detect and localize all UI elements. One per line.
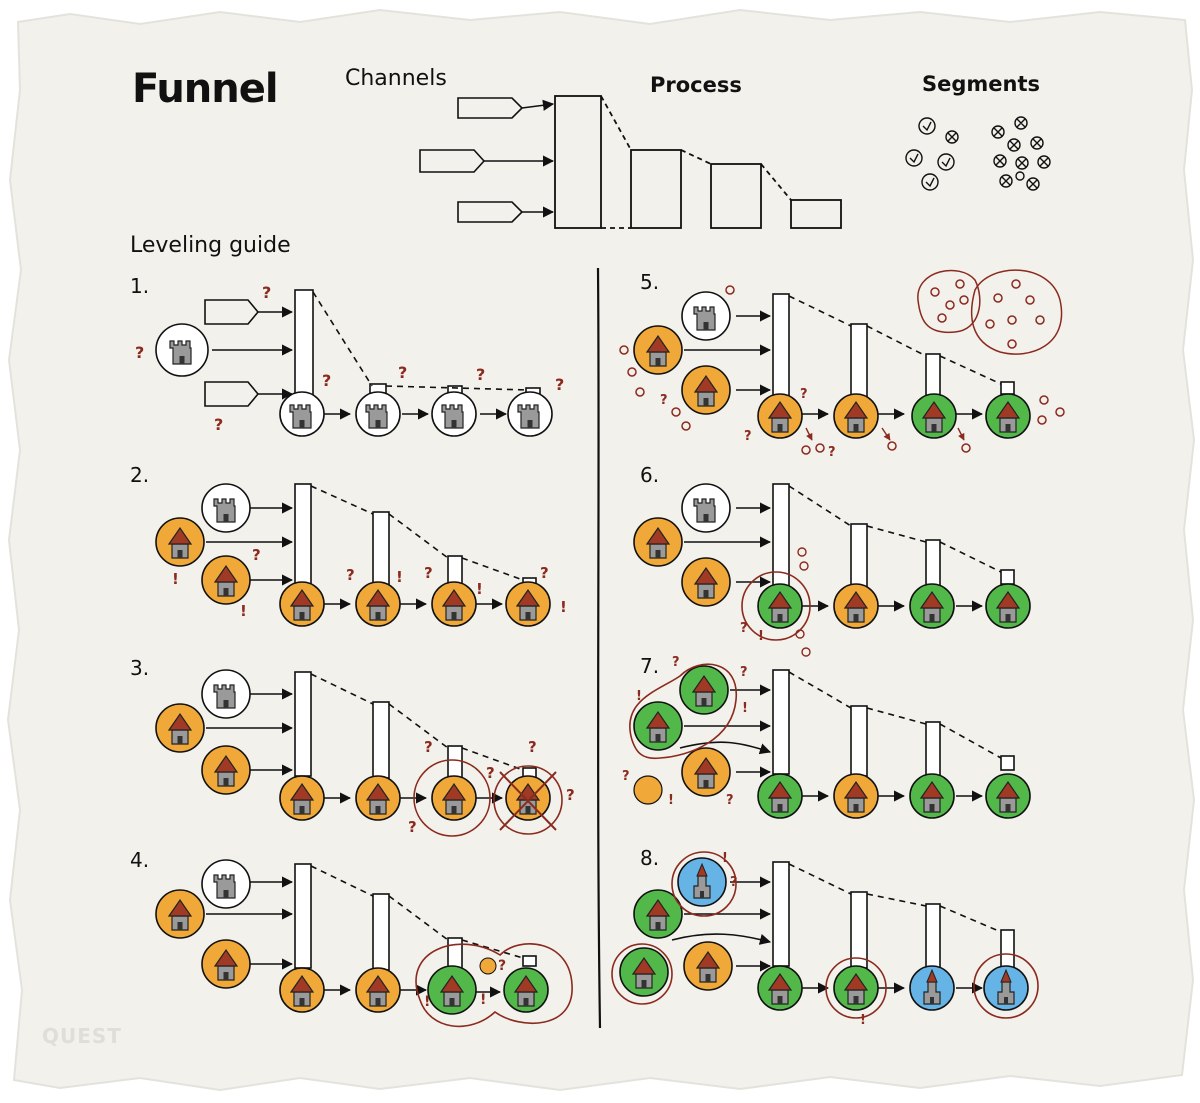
step-number-3: 3.	[130, 656, 150, 680]
svg-text:?: ?	[672, 655, 680, 670]
svg-text:!: !	[560, 598, 567, 616]
step-number-5: 5.	[640, 270, 660, 294]
process-label: Process	[650, 73, 742, 97]
check-icon	[905, 117, 955, 191]
svg-text:?: ?	[800, 387, 808, 402]
svg-text:?: ?	[566, 786, 575, 804]
svg-text:?: ?	[555, 375, 564, 394]
question-mark-icon: ? ? ? ? ? ? ?	[135, 283, 564, 434]
svg-text:!: !	[424, 994, 430, 1010]
step-1-diagram: ? ? ? ? ? ? ?	[135, 283, 564, 437]
exclamation-mark-icon: ? !	[740, 621, 764, 644]
question-mark-icon: ? ? ? ? ?	[408, 738, 575, 836]
svg-text:?: ?	[730, 875, 738, 890]
step-number-1: 1.	[130, 274, 150, 298]
svg-text:?: ?	[726, 793, 734, 808]
step-6-diagram: ? !	[633, 483, 1031, 657]
logo-text: QUEST	[42, 1024, 122, 1048]
svg-text:?: ?	[660, 393, 668, 408]
step-number-7: 7.	[640, 654, 660, 678]
svg-text:!: !	[240, 602, 247, 620]
step-number-4: 4.	[130, 848, 150, 872]
step-number-6: 6.	[640, 463, 660, 487]
question-mark-icon: ? ! ? ! ? ! ?	[622, 655, 748, 808]
process-diagram	[554, 95, 842, 229]
svg-text:?: ?	[740, 621, 748, 636]
exclamation-mark-icon: ! ? ! ? ! ? ! ? !	[172, 546, 567, 620]
svg-text:!: !	[396, 568, 403, 586]
svg-text:?: ?	[744, 429, 752, 444]
svg-text:?: ?	[424, 564, 433, 582]
svg-text:!: !	[758, 629, 764, 644]
svg-text:!: !	[480, 992, 486, 1008]
step-2-diagram: ! ? ! ? ! ? ! ? !	[155, 483, 567, 627]
svg-text:!: !	[172, 570, 179, 588]
svg-text:!: !	[860, 1013, 866, 1028]
svg-text:!: !	[668, 793, 674, 808]
svg-text:?: ?	[528, 738, 537, 756]
step-8-diagram: ! ? !	[611, 851, 1039, 1028]
step-3-diagram: ? ? ? ? ?	[155, 669, 575, 837]
svg-text:?: ?	[262, 283, 271, 302]
leveling-guide-label: Leveling guide	[130, 233, 291, 258]
step-7-diagram: ? ! ? ! ? ! ?	[622, 655, 1031, 819]
step-5-diagram: ? ? ? ?	[619, 269, 1065, 460]
svg-text:?: ?	[740, 665, 748, 680]
svg-text:?: ?	[398, 363, 407, 382]
page-title: Funnel	[132, 66, 279, 112]
cross-icon	[945, 116, 1051, 191]
svg-text:?: ?	[252, 546, 261, 564]
channels-label: Channels	[345, 66, 447, 91]
svg-text:!: !	[742, 701, 748, 716]
segments-label: Segments	[922, 72, 1041, 96]
exclamation-mark-icon: ! ? !	[722, 851, 866, 1028]
svg-text:!: !	[476, 580, 483, 598]
svg-text:!: !	[636, 689, 642, 704]
svg-text:?: ?	[214, 415, 223, 434]
column-divider	[596, 267, 602, 1029]
quest-logo: QUEST	[42, 1024, 122, 1048]
svg-text:?: ?	[828, 445, 836, 460]
step-4-diagram: ! ? !	[155, 859, 573, 1028]
svg-text:?: ?	[346, 566, 355, 584]
svg-text:!: !	[722, 851, 728, 866]
svg-text:?: ?	[486, 764, 495, 782]
svg-text:?: ?	[622, 769, 630, 784]
svg-text:?: ?	[408, 818, 417, 836]
question-mark-icon: ? ? ? ?	[660, 387, 836, 460]
exclamation-mark-icon: ! ? !	[424, 958, 506, 1010]
step-number-2: 2.	[130, 463, 150, 487]
svg-text:?: ?	[540, 564, 549, 582]
svg-text:?: ?	[476, 365, 485, 384]
svg-text:?: ?	[424, 738, 433, 756]
svg-text:?: ?	[498, 958, 506, 974]
segments-diagram	[905, 116, 1051, 191]
step-number-8: 8.	[640, 846, 660, 870]
channels-diagram	[419, 97, 555, 223]
svg-text:?: ?	[322, 371, 331, 390]
svg-text:?: ?	[135, 343, 144, 362]
